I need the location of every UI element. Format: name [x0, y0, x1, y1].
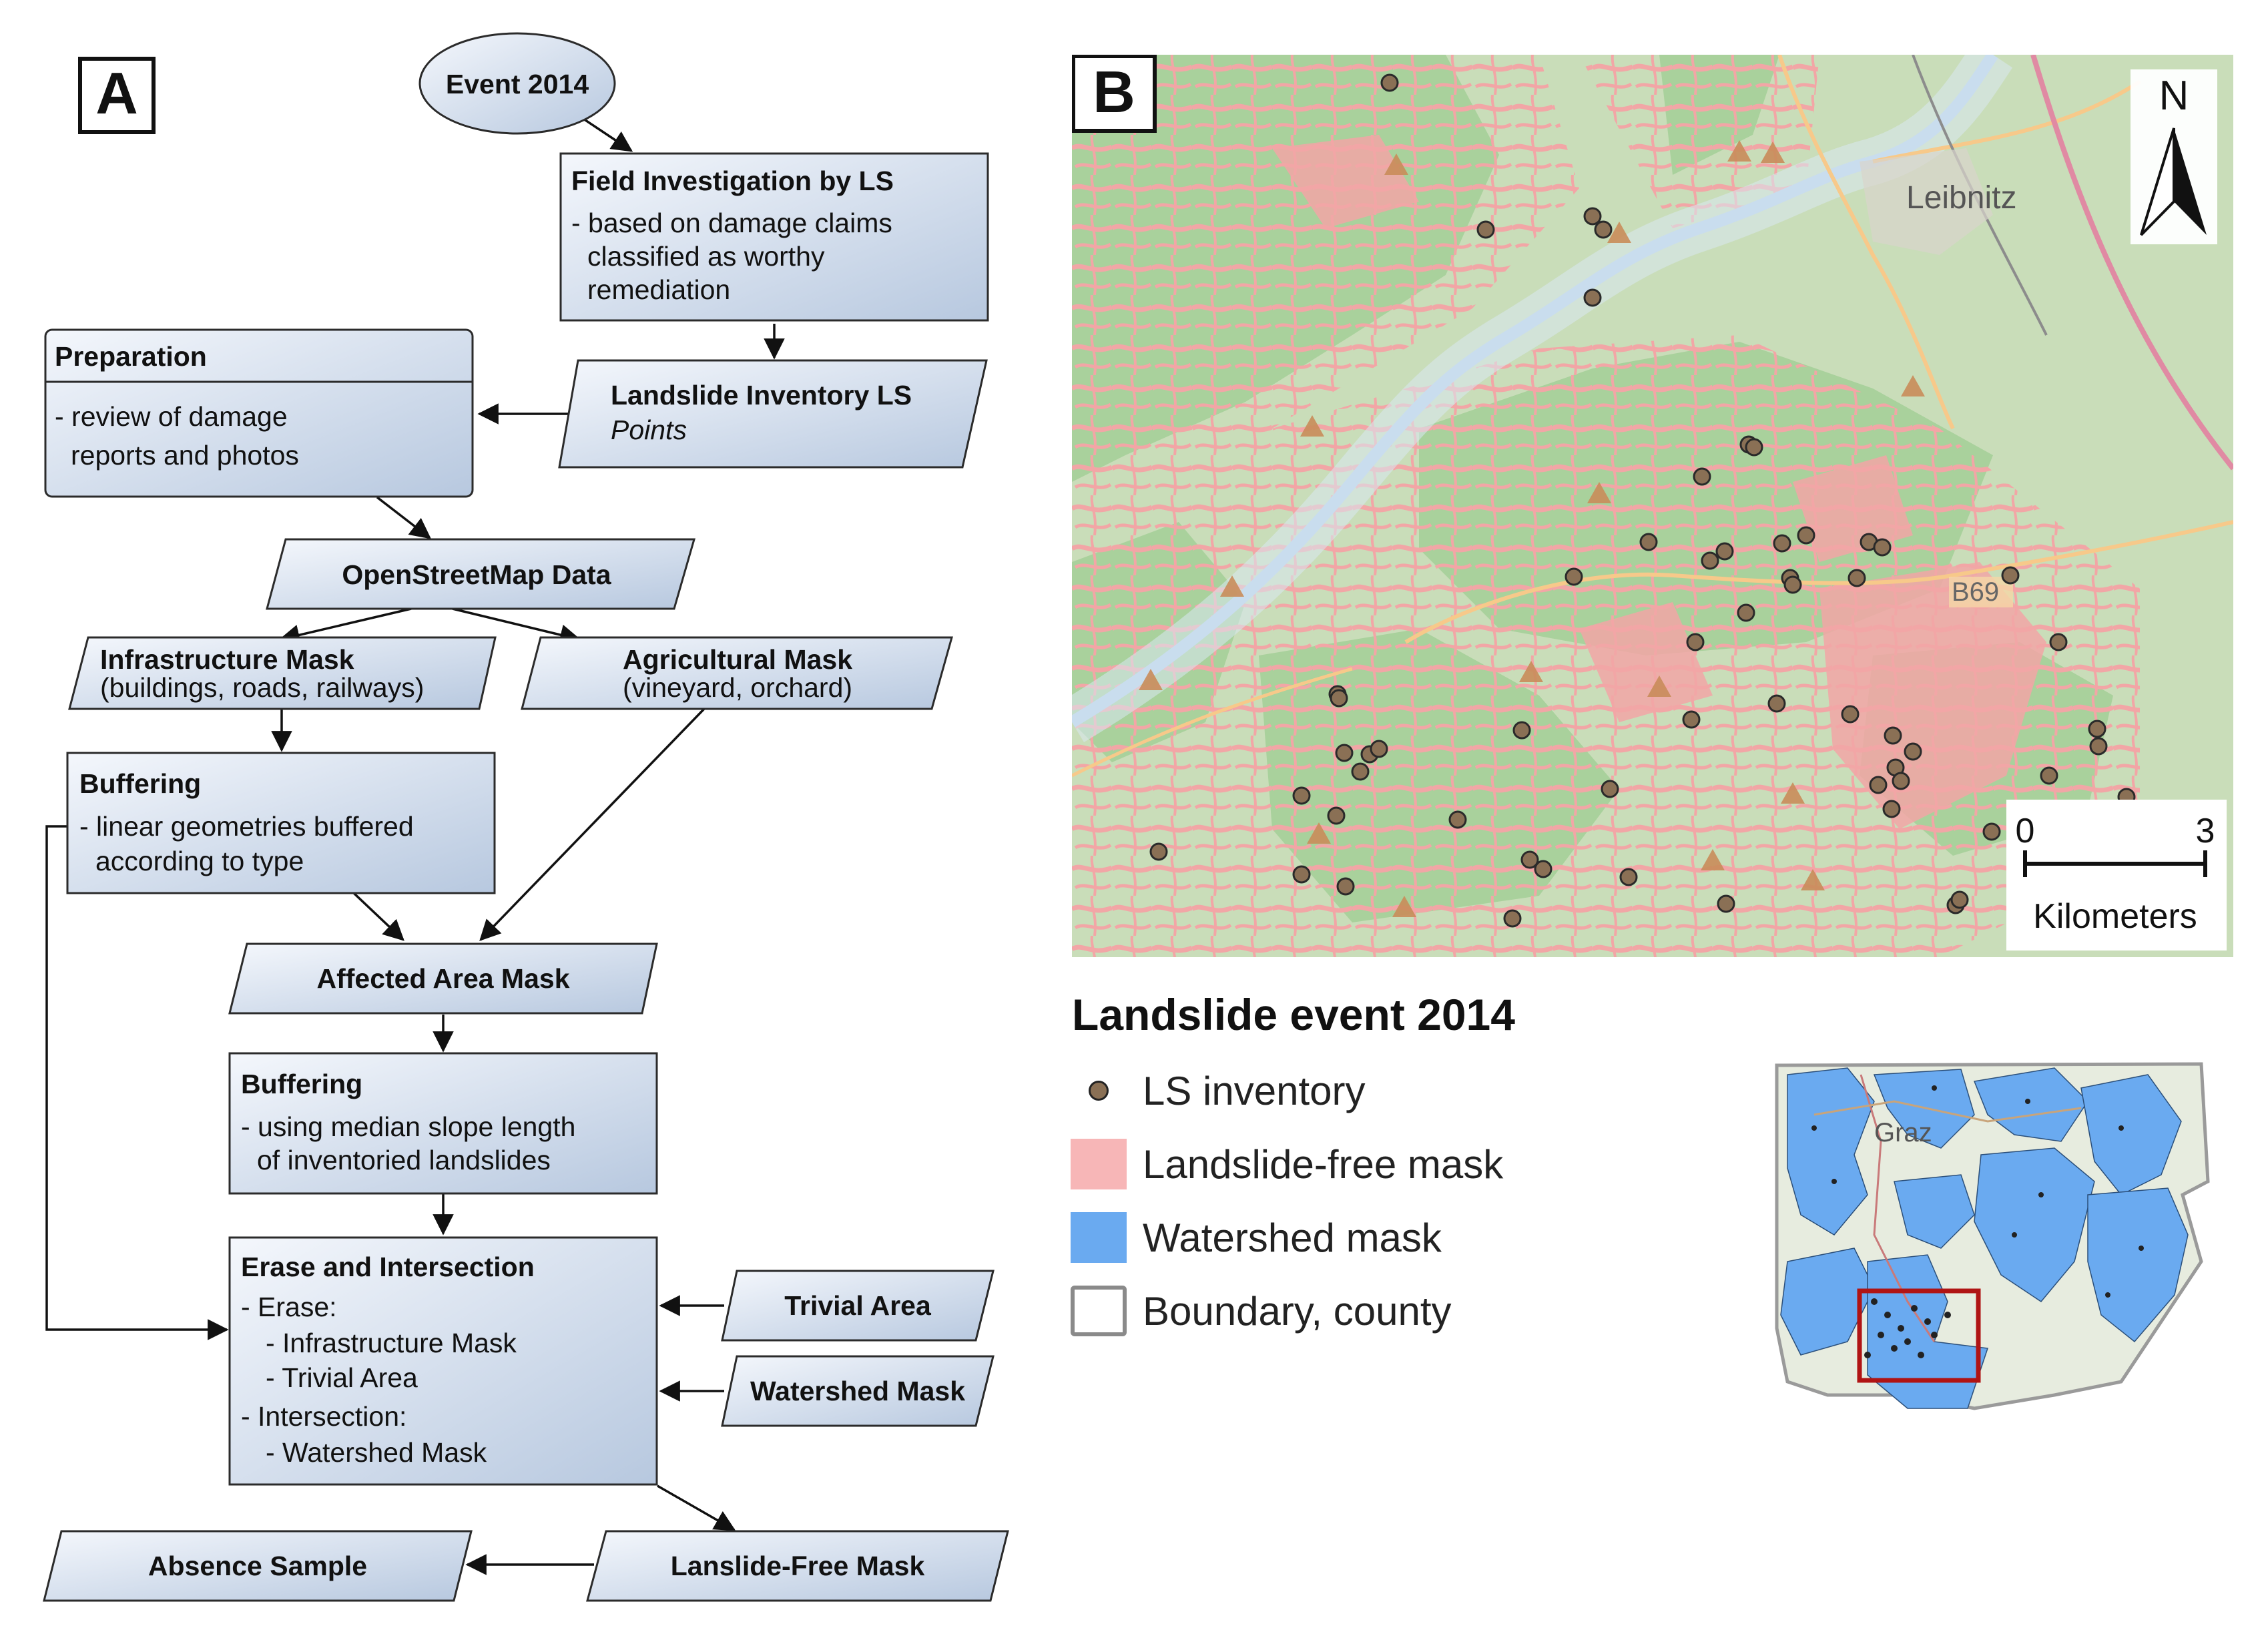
buffering-node: Buffering - linear geometries buffered a…: [66, 752, 496, 894]
road-west: [1072, 667, 1353, 778]
field-investigation-line: remediation: [587, 274, 730, 305]
north-label: N: [2159, 73, 2189, 119]
motorway: [2030, 55, 2233, 471]
preparation-line: reports and photos: [71, 440, 299, 471]
road-north: [1777, 55, 1955, 430]
infrastructure-mask-subtitle: (buildings, roads, railways): [100, 672, 424, 703]
affected-area-title: Affected Area Mask: [316, 963, 569, 994]
buffering-line: - linear geometries buffered: [79, 811, 414, 842]
inset-road-east: [1813, 1100, 2082, 1123]
erase-intersection-line: - Watershed Mask: [266, 1437, 487, 1468]
scale-end: 3: [2196, 812, 2215, 850]
trivial-area-title: Trivial Area: [784, 1290, 932, 1321]
landslide-free-dense-areas: [1272, 135, 2046, 829]
landslide-inventory-title: Landslide Inventory LS: [611, 380, 912, 411]
boundary-swatch: [1071, 1286, 1127, 1336]
watershed-mask-title: Watershed Mask: [750, 1376, 965, 1406]
event-label: Event 2014: [446, 69, 589, 99]
legend-item-boundary: Boundary, county: [1071, 1279, 1452, 1343]
edge-buffering-to-erase: [45, 825, 229, 1340]
edge-buffering-to-affected: [352, 892, 404, 941]
event-node: Event 2014: [418, 32, 616, 135]
road-label-bg: [1949, 577, 2013, 607]
scale-bar: 0 3 Kilometers: [2006, 800, 2227, 950]
landslide-inventory-node: Landslide Inventory LS Points: [558, 359, 988, 469]
edge-agricultural-to-affected: [479, 708, 705, 941]
preparation-line: - review of damage: [55, 401, 288, 432]
erase-intersection-node: Erase and Intersection - Erase: - Infras…: [228, 1236, 658, 1486]
legend-label: LS inventory: [1143, 1068, 1366, 1113]
absence-sample-title: Absence Sample: [148, 1551, 367, 1581]
landslide-inventory-subtitle: Points: [611, 415, 687, 445]
agricultural-mask-title: Agricultural Mask: [623, 644, 852, 675]
panel-a-label-box: [78, 57, 156, 134]
watershed-areas: [1780, 1067, 2189, 1409]
buffering-title: Buffering: [79, 768, 201, 799]
absence-sample-node: Absence Sample: [43, 1530, 473, 1602]
erase-intersection-line: - Intersection:: [241, 1401, 406, 1432]
buffering-slope-title: Buffering: [241, 1069, 362, 1099]
ls-inventory-points: [1149, 73, 2136, 928]
ls-inventory-symbol: [1071, 1065, 1127, 1116]
panel-b-label-box: [1072, 55, 1157, 133]
osm-title: OpenStreetMap Data: [342, 559, 611, 590]
edge-erase-to-landslide-free: [657, 1484, 736, 1531]
field-investigation-node: Field Investigation by LS - based on dam…: [559, 152, 989, 322]
panel-a-label: A: [95, 60, 138, 126]
preparation-title: Preparation: [55, 341, 207, 372]
north-arrow: N: [2131, 69, 2217, 244]
road-label-b69: B69: [1952, 577, 1999, 607]
landslide-free-mask-node: Lanslide-Free Mask: [586, 1530, 1009, 1602]
buffering-line: according to type: [95, 846, 304, 876]
infrastructure-mask-title: Infrastructure Mask: [100, 644, 354, 675]
edge-event-to-field: [577, 113, 633, 152]
agricultural-mask-subtitle: (vineyard, orchard): [623, 672, 852, 703]
legend-item-landslide-free: Landslide-free mask: [1071, 1132, 1503, 1196]
landslide-map: Leibnitz B69: [1072, 55, 2233, 957]
trivial-area-node: Trivial Area: [721, 1270, 995, 1342]
edge-osm-to-infrastructure: [278, 607, 412, 645]
field-investigation-line: - based on damage claims: [571, 208, 892, 238]
infrastructure-mask-node: Infrastructure Mask (buildings, roads, r…: [68, 636, 497, 710]
legend-label: Watershed mask: [1143, 1215, 1442, 1260]
inset-road: [1860, 1074, 1936, 1342]
buffering-slope-node: Buffering - using median slope length of…: [228, 1052, 658, 1195]
summit-markers: [1139, 140, 1925, 917]
edge-preparation-to-osm: [376, 496, 432, 539]
place-label-leibnitz: Leibnitz: [1906, 180, 2016, 216]
buffering-slope-line: of inventoried landslides: [257, 1145, 551, 1175]
study-extent-box: [1857, 1288, 1981, 1383]
affected-area-node: Affected Area Mask: [228, 942, 658, 1015]
flowchart: A Event 2014 Field Investigation by LS -…: [43, 32, 1009, 1602]
field-investigation-line: classified as worthy: [587, 241, 825, 272]
erase-intersection-line: - Trivial Area: [266, 1362, 418, 1393]
inset-overview-map: Graz: [1775, 1062, 2210, 1410]
watershed-swatch: [1071, 1212, 1127, 1263]
osm-node: OpenStreetMap Data: [266, 538, 695, 610]
erase-intersection-line: - Erase:: [241, 1292, 337, 1322]
legend-label: Boundary, county: [1143, 1288, 1452, 1334]
legend-item-ls-inventory: LS inventory: [1071, 1059, 1366, 1123]
road-b69: [1404, 520, 2233, 644]
legend-item-watershed: Watershed mask: [1071, 1205, 1442, 1270]
edge-osm-to-agricultural: [452, 607, 581, 645]
buffering-slope-line: - using median slope length: [241, 1111, 575, 1142]
place-label-graz: Graz: [1874, 1118, 1932, 1147]
legend-title: Landslide event 2014: [1072, 990, 1515, 1039]
landslide-free-mask-title: Lanslide-Free Mask: [671, 1551, 925, 1581]
legend-label: Landslide-free mask: [1143, 1141, 1504, 1187]
inset-ls-points: [1811, 1085, 2144, 1358]
town-area: [1860, 148, 1993, 255]
erase-intersection-title: Erase and Intersection: [241, 1252, 535, 1282]
field-investigation-title: Field Investigation by LS: [571, 166, 894, 196]
watershed-mask-node: Watershed Mask: [721, 1355, 995, 1427]
preparation-node: Preparation - review of damage reports a…: [44, 328, 474, 498]
landslide-free-swatch: [1071, 1139, 1127, 1189]
panel-b-label: B: [1093, 59, 1135, 125]
scale-unit: Kilometers: [2033, 897, 2197, 936]
agricultural-mask-node: Agricultural Mask (vineyard, orchard): [521, 636, 953, 710]
erase-intersection-line: - Infrastructure Mask: [266, 1328, 517, 1358]
scale-start: 0: [2016, 812, 2035, 850]
road-leibnitz: [1872, 79, 2141, 164]
